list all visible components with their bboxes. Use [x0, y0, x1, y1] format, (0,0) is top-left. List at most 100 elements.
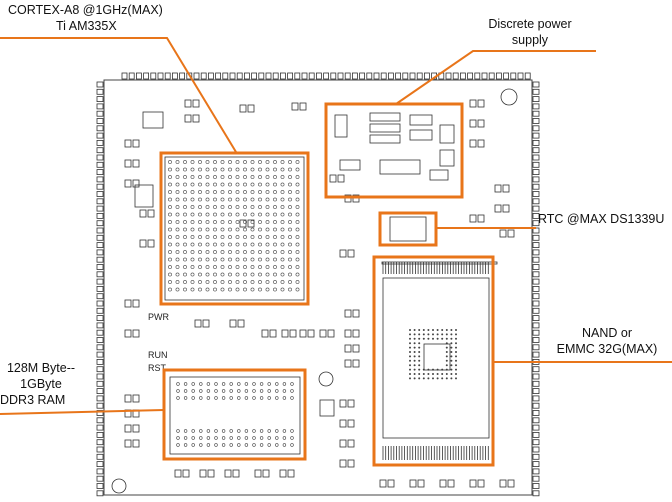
edge-pad	[96, 388, 104, 395]
bga-ball	[183, 235, 187, 239]
edge-pad	[532, 212, 540, 219]
ddr-ball	[206, 443, 211, 447]
edge-pad	[532, 118, 540, 124]
bga-ball	[280, 175, 285, 179]
edge-pad	[532, 366, 540, 373]
passive-pad	[254, 469, 262, 478]
bga-ball	[235, 265, 240, 269]
bga-ball	[250, 160, 255, 164]
bga-ball	[220, 272, 225, 277]
edge-pad	[96, 307, 104, 314]
bga-ball	[235, 175, 240, 179]
bga-ball	[280, 272, 285, 277]
bga-ball	[190, 242, 195, 247]
bga-ball	[235, 190, 240, 194]
edge-pad	[96, 154, 104, 161]
power-label-line2: supply	[511, 33, 549, 47]
bga-ball	[243, 250, 247, 254]
bga-ball	[243, 242, 247, 247]
edge-pad	[467, 72, 474, 80]
nand-ball	[441, 337, 444, 340]
nand-ball	[409, 373, 411, 375]
nand-ball	[445, 355, 448, 358]
edge-pad	[416, 72, 423, 80]
bga-ball	[243, 182, 247, 187]
ddr-ball	[252, 436, 256, 440]
component	[142, 111, 164, 129]
ddr-ball	[237, 389, 241, 393]
bga-ball	[168, 250, 172, 254]
ddr-ball	[244, 429, 249, 433]
edge-pad	[157, 72, 164, 80]
bga-ball	[235, 242, 240, 247]
edge-pad	[532, 307, 540, 314]
ddr-ball	[183, 429, 188, 433]
nand-ball	[413, 359, 416, 362]
bga-ball	[273, 160, 277, 164]
bga-ball	[213, 190, 217, 194]
passive-pad	[344, 309, 352, 318]
bga-ball	[213, 227, 217, 232]
bga-ball	[220, 205, 225, 209]
ddr-ball	[282, 382, 287, 386]
edge-pad	[193, 72, 200, 80]
bga-ball	[198, 287, 202, 292]
edge-pad	[215, 72, 222, 80]
edge-pad	[532, 103, 540, 110]
bga-ball	[205, 242, 210, 247]
bga-ball	[258, 250, 262, 254]
edge-pad	[96, 468, 104, 475]
ddr-ball	[206, 389, 211, 393]
edge-pad	[445, 72, 452, 80]
nand-ball	[455, 351, 457, 353]
edge-pad	[96, 417, 104, 424]
ddr-ball	[244, 382, 249, 386]
ddr-ball	[229, 396, 233, 400]
passive-pad	[124, 299, 132, 308]
bga-ball	[228, 257, 232, 262]
nand-ball	[418, 346, 421, 349]
bga-ball	[205, 175, 210, 179]
nand-ball	[436, 329, 439, 331]
bga-ball	[243, 235, 247, 239]
bga-ball	[183, 205, 187, 209]
edge-pad	[359, 72, 366, 80]
ddr-ball	[275, 389, 279, 393]
edge-pad	[96, 132, 104, 139]
passive-pad	[477, 214, 485, 223]
edge-pad	[96, 118, 104, 124]
edge-pad	[488, 72, 495, 80]
bga-ball	[190, 167, 195, 172]
edge-pad	[96, 431, 104, 438]
bga-ball	[280, 160, 285, 164]
ddr-ball	[191, 443, 195, 447]
edge-pad	[96, 278, 104, 285]
bga-ball	[295, 257, 300, 262]
passive-pad	[344, 359, 352, 368]
edge-pad	[532, 191, 540, 197]
bga-ball	[258, 160, 262, 164]
bga-ball	[250, 250, 255, 254]
bga-ball	[198, 167, 202, 172]
passive-pad	[124, 439, 132, 448]
nand-ball	[427, 377, 430, 380]
edge-pad	[179, 72, 186, 80]
nand-ball	[455, 346, 457, 349]
power-component	[379, 159, 421, 175]
nand-ball	[413, 346, 416, 349]
edge-pad	[532, 256, 540, 263]
bga-ball	[250, 242, 255, 247]
ddr-ball	[237, 382, 241, 386]
bga-ball	[190, 250, 195, 254]
ddr-ball	[259, 389, 264, 393]
passive-pad	[289, 329, 297, 338]
bga-ball	[265, 242, 270, 247]
edge-pad	[532, 110, 540, 117]
ddr-ball	[221, 443, 226, 447]
edge-pad	[517, 72, 524, 80]
edge-pad	[96, 169, 104, 176]
bga-ball	[265, 227, 270, 232]
ddr-ball	[176, 436, 180, 440]
bga-ball	[228, 197, 232, 202]
bga-ball	[280, 280, 285, 284]
